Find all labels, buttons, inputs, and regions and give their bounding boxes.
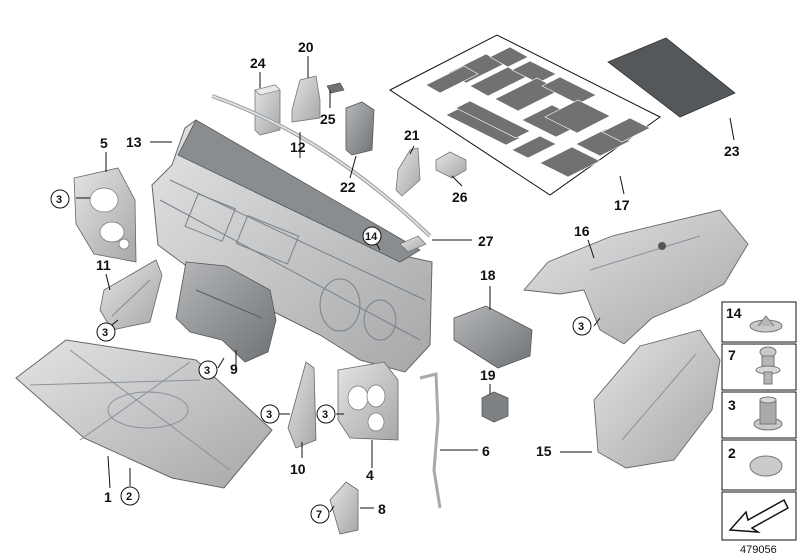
callout-4: 4 [366, 467, 374, 483]
insulation-block-24[interactable] [254, 84, 281, 136]
fastener-legend: 14 7 3 2 [721, 301, 797, 541]
callout-23: 23 [724, 143, 740, 159]
side-insulation-9[interactable] [175, 261, 277, 363]
insulation-cube-19[interactable] [481, 391, 509, 423]
svg-text:7: 7 [728, 347, 736, 363]
callout-20: 20 [298, 39, 314, 55]
callout-27: 27 [478, 233, 494, 249]
callout-12: 12 [290, 139, 306, 155]
svg-text:14: 14 [365, 231, 378, 243]
seal-strip-6[interactable] [419, 372, 442, 509]
callout-6: 6 [482, 443, 490, 459]
callout-18: 18 [480, 267, 496, 283]
svg-text:3: 3 [56, 194, 62, 206]
clip-icon [749, 315, 783, 333]
leader-lines [76, 56, 735, 513]
callout-10: 10 [290, 461, 306, 477]
callout-17: 17 [614, 197, 630, 213]
svg-text:3: 3 [266, 409, 272, 421]
circle-callout-3e: 3 [316, 404, 336, 424]
plug-cap-icon [749, 455, 783, 477]
callout-26: 26 [452, 189, 468, 205]
sound-insulation-panel-5[interactable] [73, 167, 137, 263]
callout-1: 1 [104, 489, 112, 505]
pillar-insulation-10[interactable] [287, 361, 317, 449]
svg-text:3: 3 [322, 409, 328, 421]
callout-19: 19 [480, 367, 496, 383]
circle-callout-14: 14 [362, 226, 382, 246]
circle-callout-3a: 3 [50, 189, 70, 209]
expanding-rivet-icon [755, 346, 781, 385]
insulation-mat-set[interactable] [389, 34, 661, 196]
legend-nav[interactable] [721, 491, 797, 541]
callout-13: 13 [126, 134, 142, 150]
callout-11: 11 [96, 257, 111, 273]
callout-9: 9 [230, 361, 238, 377]
svg-text:14: 14 [726, 305, 742, 321]
insulation-block-21[interactable] [395, 147, 421, 197]
callout-15: 15 [536, 443, 552, 459]
svg-text:2: 2 [728, 445, 736, 461]
svg-text:2: 2 [126, 491, 132, 503]
svg-text:7: 7 [316, 509, 322, 521]
bulkhead-assembly[interactable] [151, 119, 433, 373]
circle-callout-2: 2 [120, 486, 140, 506]
legend-item-3[interactable]: 3 [721, 391, 797, 439]
sound-insulation-panel-4[interactable] [337, 361, 399, 441]
tunnel-insulation-15[interactable] [593, 329, 721, 469]
circle-callout-3d: 3 [260, 404, 280, 424]
insulation-block-18[interactable] [453, 305, 533, 369]
svg-text:3: 3 [578, 321, 584, 333]
circle-callout-3c: 3 [198, 360, 218, 380]
callout-labels: 24 20 25 12 13 22 21 26 17 23 5 27 16 11… [96, 39, 740, 517]
legend-item-2[interactable]: 2 [721, 439, 797, 491]
svg-text:3: 3 [728, 397, 736, 413]
svg-text:3: 3 [204, 365, 210, 377]
floor-insulation-mat[interactable] [607, 37, 736, 118]
svg-text:3: 3 [102, 327, 108, 339]
circle-callout-3f: 3 [572, 316, 592, 336]
plastic-nut-icon [753, 396, 783, 431]
callout-24: 24 [250, 55, 266, 71]
callout-21: 21 [404, 127, 420, 143]
bracket-insulation-8[interactable] [329, 481, 359, 535]
arrow-navigation-icon [728, 498, 789, 533]
tunnel-insulation-16[interactable] [523, 209, 749, 345]
insulation-pad-27[interactable] [399, 235, 427, 253]
circled-callouts: 3 3 3 3 3 3 14 2 7 [50, 189, 592, 524]
circle-callout-3b: 3 [96, 322, 116, 342]
callout-8: 8 [378, 501, 386, 517]
insulation-block-22[interactable] [345, 101, 375, 156]
diagram-id: 479056 [740, 544, 777, 556]
insulation-block-20[interactable] [291, 75, 321, 123]
circle-callout-7: 7 [310, 504, 330, 524]
bracket-insulation-11[interactable] [99, 259, 163, 331]
callout-16: 16 [574, 223, 590, 239]
callout-5: 5 [100, 135, 108, 151]
insulation-pad-26[interactable] [435, 151, 467, 179]
legend-item-14[interactable]: 14 [721, 301, 797, 343]
callout-22: 22 [340, 179, 356, 195]
legend-item-7[interactable]: 7 [721, 343, 797, 391]
callout-25: 25 [320, 111, 336, 127]
